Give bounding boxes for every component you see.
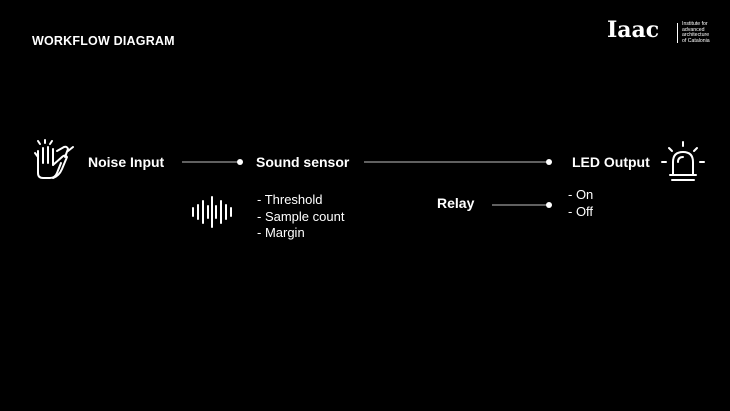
node-label-sound-sensor: Sound sensor <box>256 154 350 170</box>
page-title: WORKFLOW DIAGRAM <box>32 34 175 48</box>
sound-sensor-params: - Threshold - Sample count - Margin <box>257 192 344 242</box>
param-margin: - Margin <box>257 225 305 240</box>
alarm-light-icon <box>661 141 705 181</box>
logo-tagline-line: Institute for <box>682 21 708 27</box>
logo-divider <box>677 23 678 43</box>
iaac-logo: Iaac <box>607 18 659 42</box>
node-label-relay: Relay <box>437 195 475 211</box>
sound-wave-icon <box>192 196 232 228</box>
led-output-states: - On - Off <box>568 187 593 220</box>
logo-mark-text: Iaac <box>607 17 660 43</box>
logo-tagline-line: of Catalonia <box>682 37 710 44</box>
param-threshold: - Threshold <box>257 192 323 207</box>
node-label-led-output: LED Output <box>572 154 650 170</box>
connector-dot-sensor <box>237 159 243 165</box>
param-sample-count: - Sample count <box>257 208 345 224</box>
clapping-hands-icon <box>34 139 74 179</box>
logo-tagline-line: architecture <box>682 32 710 39</box>
connector-dot-led <box>546 159 552 165</box>
logo-tagline-line: advanced <box>682 26 705 33</box>
connector-dot-states <box>546 202 552 208</box>
state-off: - Off <box>568 203 594 219</box>
state-on: - On <box>568 187 594 202</box>
node-label-noise-input: Noise Input <box>88 154 165 170</box>
logo-tagline: Institute for advanced architecture of C… <box>682 21 710 44</box>
